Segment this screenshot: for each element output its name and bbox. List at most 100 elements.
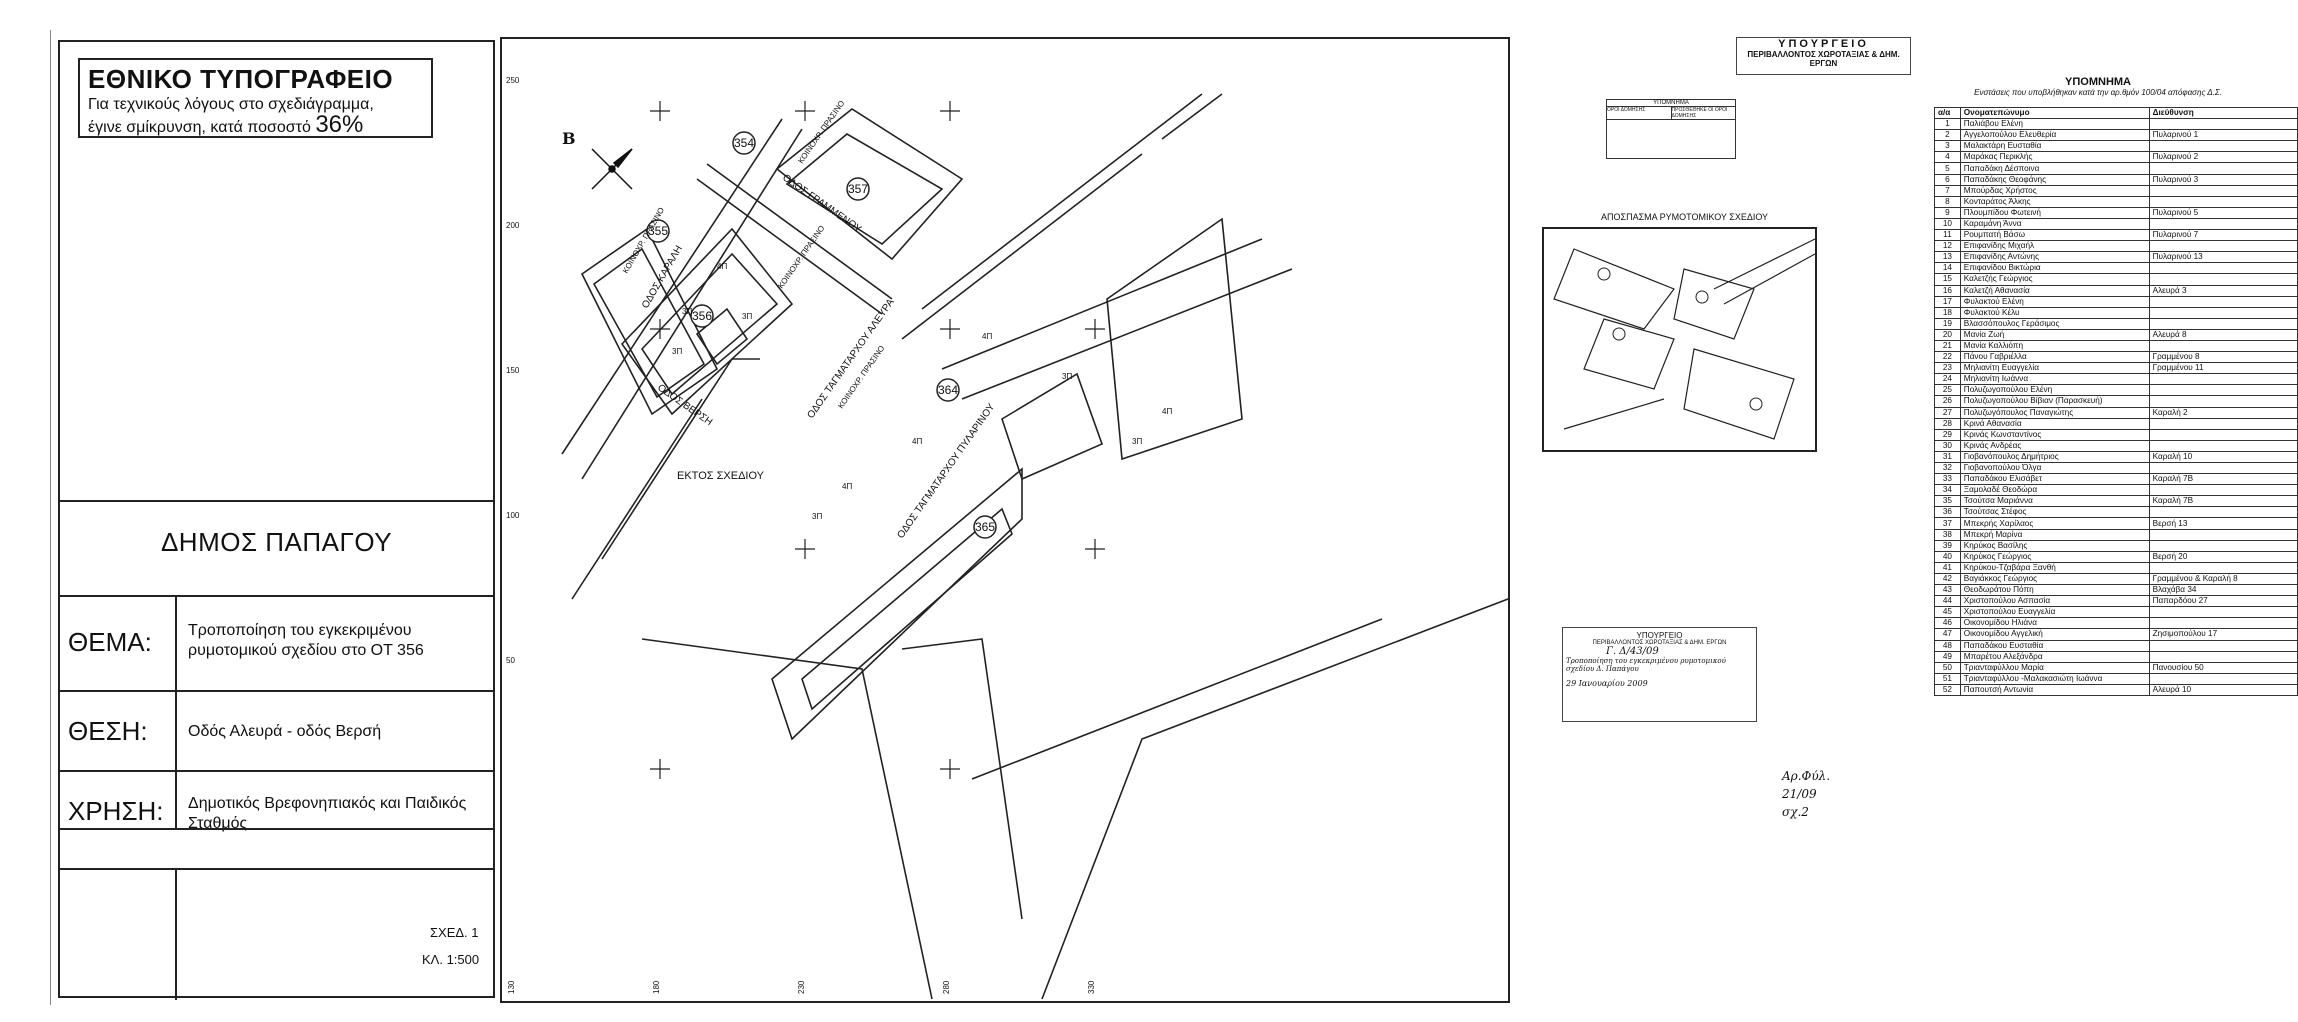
block-364-circle [936,378,960,402]
use-row: ΧΡΗΣΗ: Δημοτικός Βρεφονηπιακός και Παιδι… [60,770,493,870]
row-name: Κρινά Αθανασία [1959,417,2150,430]
row-address: Πυλαρινού 7 [2148,229,2298,242]
y-tick: 250 [506,76,520,85]
row-address [2148,417,2298,430]
block-355-number: 355 [648,224,668,238]
drawing-info-row: ΣΧΕΔ. 1 ΚΛ. 1:500 [60,868,493,1000]
row-address [2148,317,2298,330]
row-address: Παπαρδόου 27 [2148,595,2298,608]
x-tick: 230 [797,980,806,994]
handwritten-note: Αρ.Φύλ. 21/09 σχ.2 [1782,769,1831,819]
x-tick: 330 [1087,980,1096,994]
building-label: 3Π [682,307,692,316]
row-number: 8 [1934,195,1961,208]
row-name: Τριανταφύλλου -Μαλακασιώτη Ιωάννα [1959,672,2150,685]
row-number: 3 [1934,140,1961,153]
outer-frame-left [50,30,51,1005]
row-number: 47 [1934,628,1961,641]
legend-subtitle: Ενστάσεις που υποβλήθηκαν κατά την αρ.θμ… [1974,88,2222,97]
row-number: 28 [1934,417,1961,430]
reduction-percent: 36% [315,111,364,138]
building-label: 3Π [812,512,822,521]
row-address: Πυλαρινού 13 [2148,251,2298,264]
subject-row: ΘΕΜΑ: Τροποποίηση του εγκεκριμένου ρυμοτ… [60,595,493,690]
row-name: Κηρύκου-Τζαβάρα Ξανθή [1959,561,2150,574]
row-number: 30 [1934,439,1961,452]
row-number: 52 [1934,683,1961,696]
row-address [2148,672,2298,685]
block-right-area [1106,217,1243,461]
row-address [2148,606,2298,619]
location-row: ΘΕΣΗ: Οδός Αλευρά - οδός Βερσή [60,690,493,770]
table-header-row: α/α Ονοματεπώνυμο Διεύθυνση [1934,106,2298,120]
north-symbol: Β [562,129,576,148]
use-value: Δημοτικός Βρεφονηπιακός και Παιδικός Στα… [188,795,467,832]
row-name: Μανία Καλλιόπη [1959,339,2150,353]
row-name: Πάνου Γαβριέλλα [1959,351,2150,364]
row-address [2148,162,2298,175]
row-number: 9 [1934,206,1961,219]
row-number: 5 [1934,162,1961,175]
row-address [2148,639,2298,652]
street-lines [561,93,1508,1000]
row-number: 48 [1934,639,1961,652]
drawing-number: ΣΧΕΔ. 1 [430,925,479,940]
building-terms-headers: ΟΡΟΙ ΔΟΜΗΣΗΣ ΠΡΟΣΘΕΘΗΚΕ ΟΙ ΟΡΟΙ ΔΟΜΗΣΗΣ [1607,107,1735,120]
reduction-note-line-2: έγινε σμίκρυνση, κατά ποσοστό [88,119,311,136]
row-number: 13 [1934,251,1961,264]
row-name: Γιοβανόπουλος Δημήτριος [1959,450,2150,464]
row-name: Βλασσόπουλος Γεράσιμος [1959,317,2150,330]
row-address [2148,617,2298,630]
row-address: Βερσή 13 [2148,517,2298,530]
x-tick: 180 [652,980,661,994]
row-name: Ξαμολαδέ Θεοδώρα [1959,484,2150,497]
header-number: α/α [1934,106,1961,120]
row-address: Αλευρά 3 [2148,284,2298,297]
row-name: Καλετζής Γεώργιος [1959,273,2150,286]
approval-panel: ΥΠΟΥΡΓΕΙΟ ΠΕΡΙΒΑΛΛΟΝΤΟΣ ΧΩΡΟΤΑΞΙΑΣ & ΔΗΜ… [1516,37,1911,1003]
row-number: 33 [1934,473,1961,486]
building-label: 4Π [912,437,922,446]
reduction-notice: ΕΘΝΙΚΟ ΤΥΠΟΓΡΑΦΕΙΟ Για τεχνικούς λόγους … [78,58,433,138]
row-name: Παλιάβου Ελένη [1959,118,2150,131]
row-name: Μανία Ζωή [1959,328,2150,341]
row-name: Βαγιάκκος Γεώργιος [1959,572,2150,586]
street-alevra: ΟΔΟΣ ΤΑΓΜΑΤΑΡΧΟΥ ΑΛΕΥΡΑ [805,297,896,421]
row-name: Παπαδάκη Δέσποινα [1959,162,2150,175]
grid-crosses [650,101,1105,779]
row-number: 20 [1934,328,1961,341]
row-number: 25 [1934,384,1961,397]
row-number: 23 [1934,362,1961,375]
location-value: Οδός Αλευρά - οδός Βερσή [188,723,382,740]
row-number: 21 [1934,339,1961,353]
building-terms-h1: ΟΡΟΙ ΔΟΜΗΣΗΣ [1607,107,1672,119]
row-address [2148,373,2298,386]
row-name: Επιφανίδου Βικτώρια [1959,262,2150,275]
y-tick: 200 [506,221,520,230]
building-label: 3Π [742,312,752,321]
row-number: 43 [1934,584,1961,597]
row-name: Μπούρδας Χρήστος [1959,184,2150,197]
row-address: Αλευρά 8 [2148,328,2298,341]
row-address [2148,650,2298,663]
row-address [2148,484,2298,497]
